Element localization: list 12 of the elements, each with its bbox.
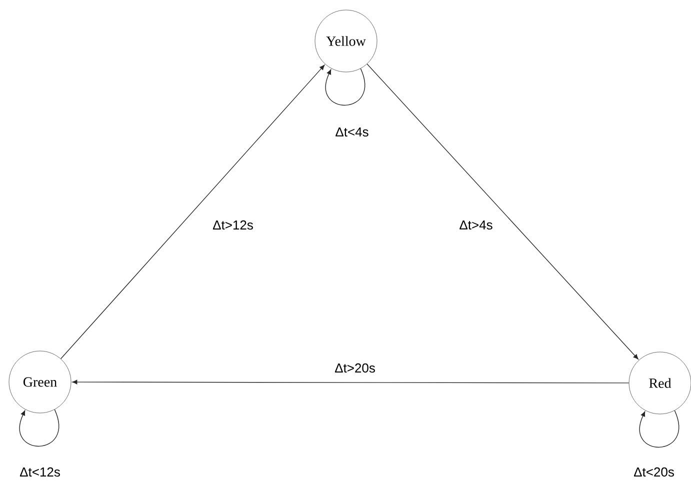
edge-label: Δt<12s xyxy=(18,466,62,478)
self-loop-arrow xyxy=(326,68,365,106)
arrow xyxy=(72,380,630,384)
self-loop-arrow xyxy=(20,409,59,447)
arrow xyxy=(366,64,638,360)
arrow xyxy=(60,64,325,360)
edge-label: Δt<20s xyxy=(632,466,676,478)
edge-label: Δt>12s xyxy=(212,219,254,231)
edge-label: Δt>4s xyxy=(458,219,494,231)
edge-label: Δt>20s xyxy=(334,362,376,374)
edge-label: Δt<4s xyxy=(334,126,370,138)
self-loop-arrow xyxy=(640,410,679,448)
